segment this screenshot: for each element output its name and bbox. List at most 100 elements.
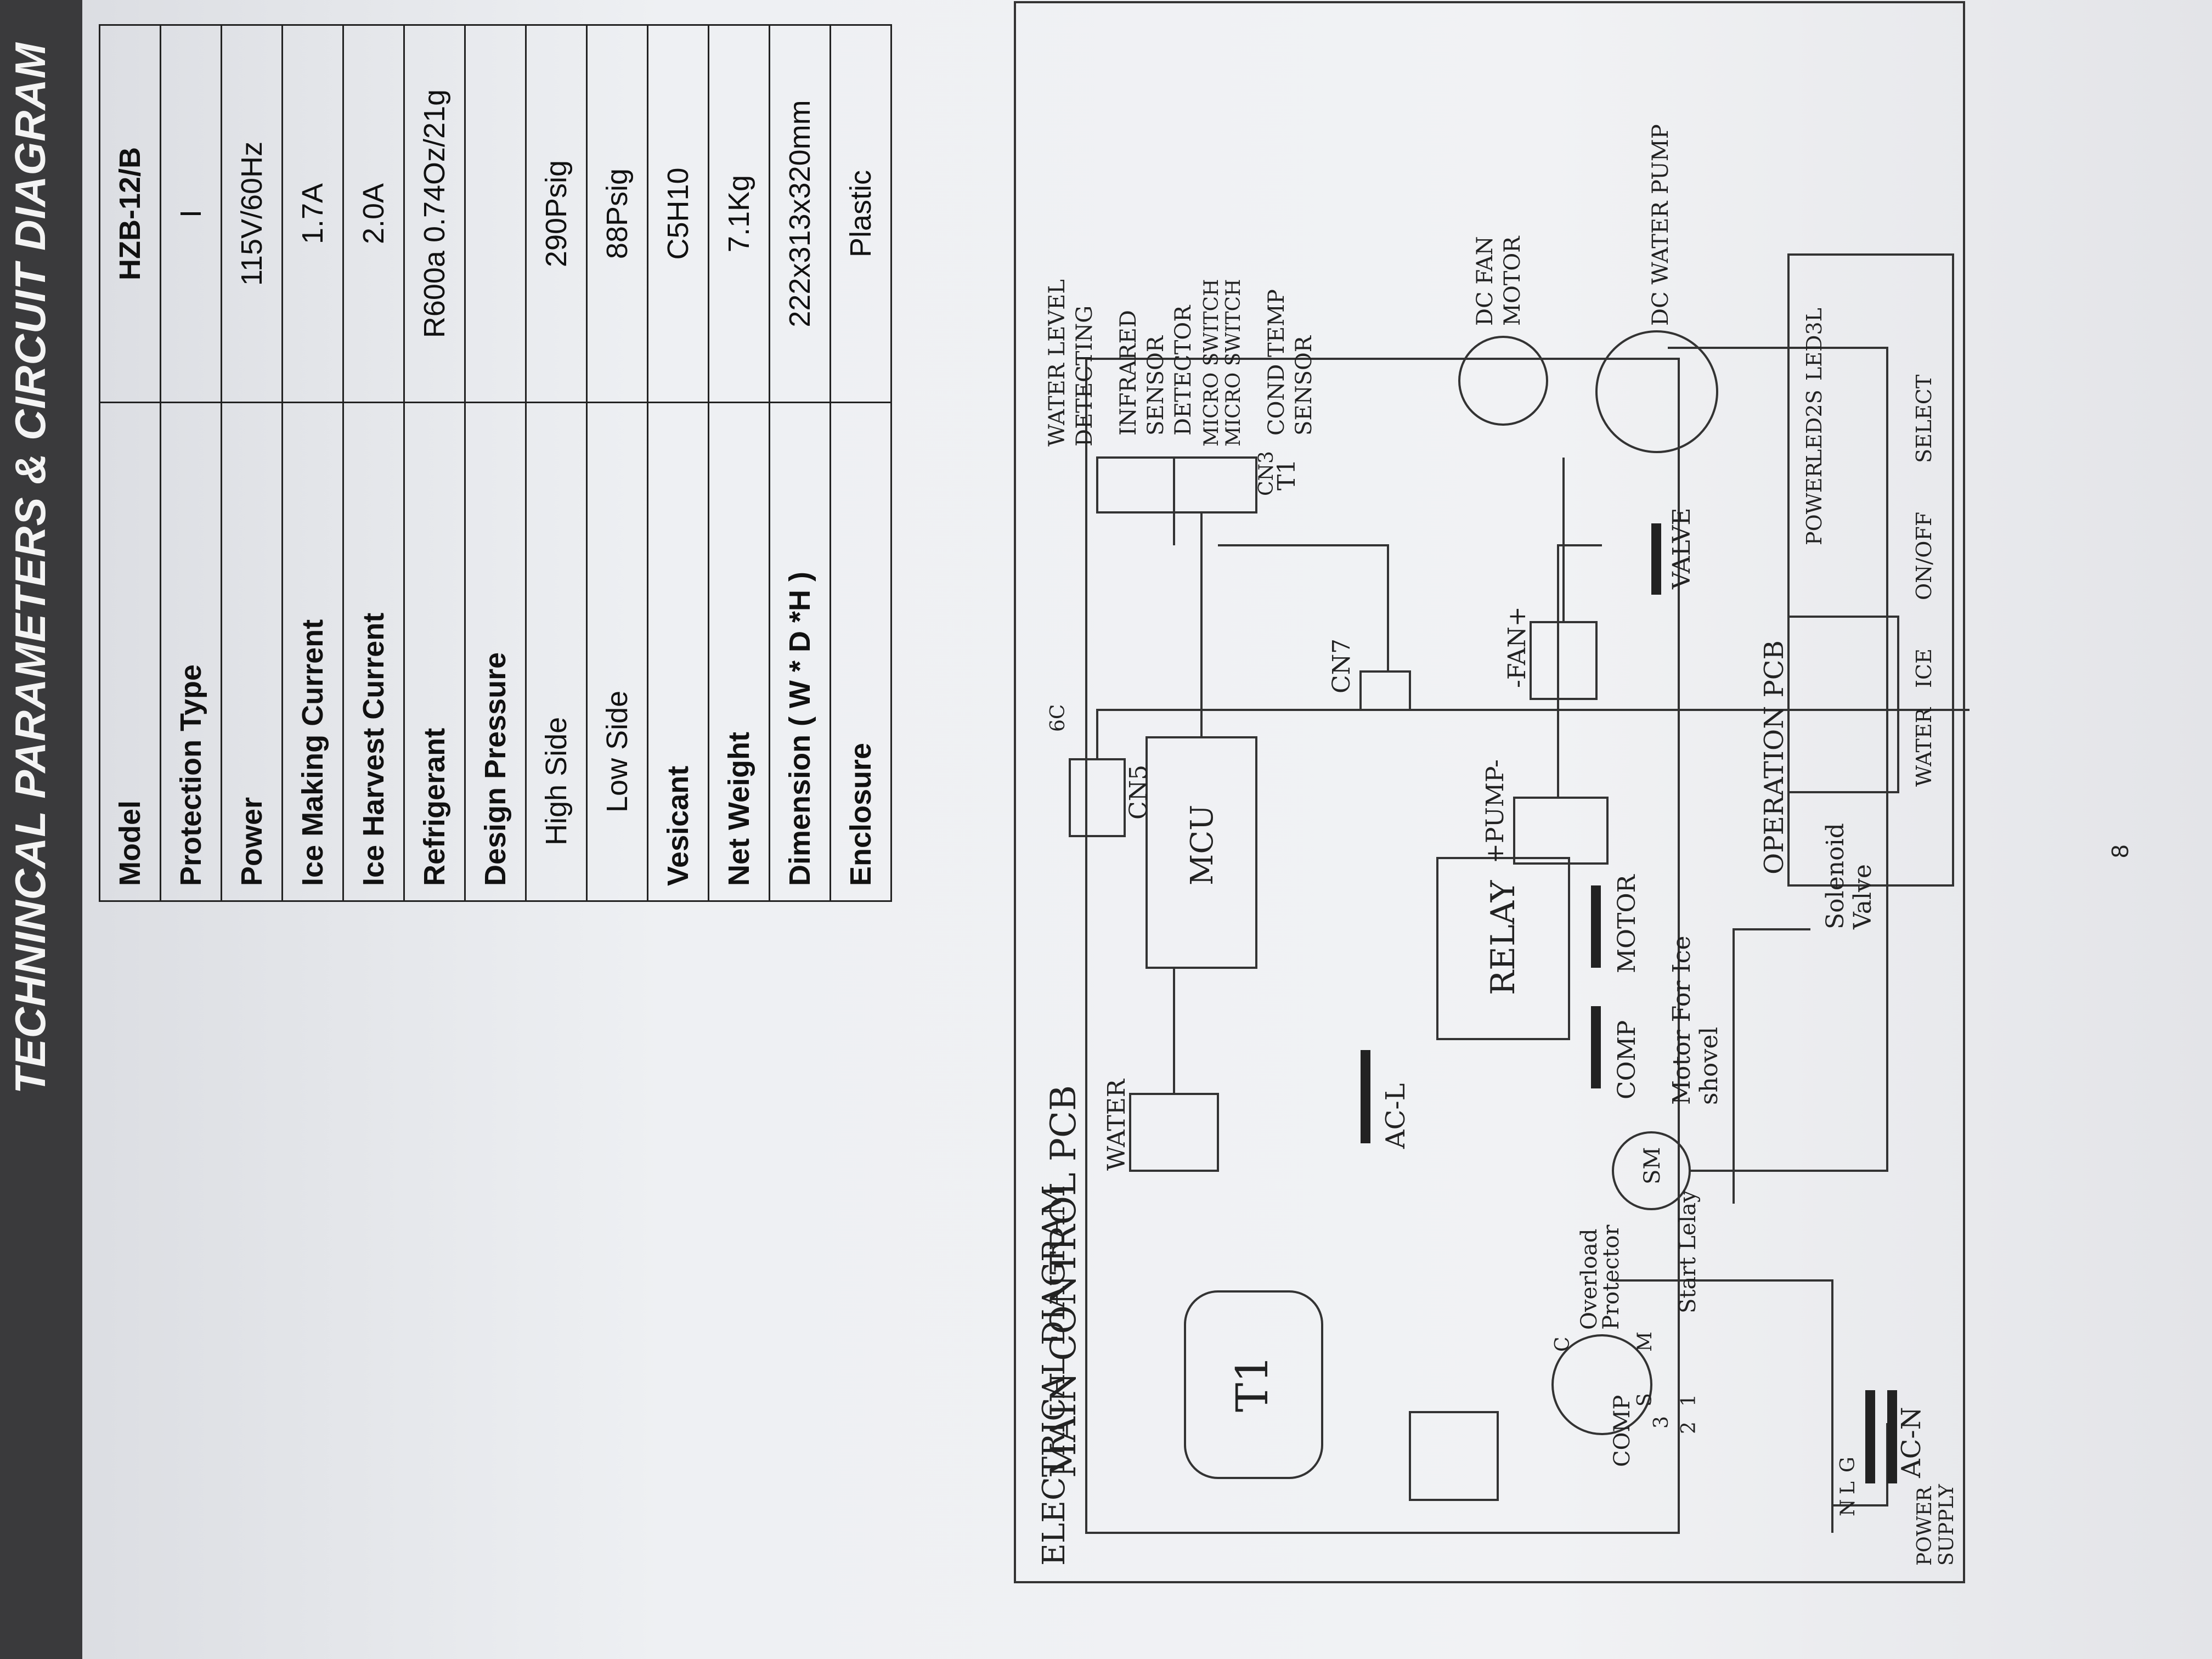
micro-switch-label: MICRO SWITCH [1200, 279, 1223, 447]
param-label: Power [221, 402, 283, 901]
param-label: Vesicant [647, 402, 709, 901]
start-lelay-label: Start Lelay [1675, 1190, 1701, 1313]
header-banner: TECHNINCAL PARAMETERS & CIRCUIT DIAGRAM [0, 0, 82, 1659]
cond-temp-label: COND TEMP [1264, 289, 1289, 436]
wire [1733, 928, 1810, 1204]
micro-switch-label-2: MICRO SWITCH [1222, 279, 1245, 447]
m-terminal-label: M [1634, 1331, 1656, 1352]
operation-pcb-connector [1787, 616, 1899, 793]
n-terminal-label: N [1837, 1499, 1859, 1517]
wire [1096, 709, 1970, 759]
electrical-diagram: ELECTRICAL DIAGRAM MAIN CONTROL PCB T1 C… [1014, 1, 1970, 1583]
diagram-title: ELECTRICAL DIAGRAM [1036, 1185, 1072, 1566]
pump-circle [1595, 330, 1718, 453]
main-pcb-label: MAIN CONTROL PCB [1043, 1085, 1084, 1478]
cn7-connector [1359, 670, 1411, 711]
wire [1613, 1279, 1833, 1533]
wire [1218, 544, 1389, 672]
ac-l-label: AC-L [1380, 1084, 1411, 1149]
op-select-label: SELECT [1912, 375, 1936, 463]
param-label: Ice Harvest Current [343, 402, 404, 901]
relay-label: RELAY [1484, 879, 1522, 995]
sm-label: SM [1640, 1147, 1665, 1184]
param-value: 2.0A [343, 25, 404, 403]
fan-connector-label: -FAN+ [1503, 606, 1531, 688]
dc-fan-label: DC FAN [1472, 236, 1498, 326]
ac-n-label: AC-N [1896, 1407, 1927, 1479]
valve-terminal-bar [1651, 523, 1661, 595]
valve-label: VALVE [1668, 508, 1696, 590]
protector-label: Protector [1599, 1224, 1624, 1330]
param-value: R600a 0.74Oz/21g [404, 25, 465, 403]
solenoid-label: Solenoid [1821, 823, 1849, 929]
main-pcb-outline [1085, 358, 1680, 1534]
page-number: 8 [2107, 844, 2134, 858]
dc-fan-label-2: MOTOR [1500, 235, 1525, 326]
param-label: Low Side [586, 402, 648, 901]
cn3-connector [1096, 456, 1257, 514]
motor-ice-label-2: shovel [1695, 1027, 1723, 1105]
ic-chip [1409, 1411, 1499, 1501]
operation-pcb-label: OPERATION PCB [1759, 640, 1790, 874]
param-value: 222x313x320mm [769, 25, 831, 403]
water-label: WATER [1103, 1078, 1131, 1171]
fan-connector [1530, 621, 1598, 700]
water-level-label-2: DETECTING [1072, 306, 1097, 447]
op-water-label: WATER [1912, 707, 1936, 787]
cond-temp-label-2: SENSOR [1291, 335, 1317, 436]
wire [1557, 544, 1602, 798]
param-value: 115V/60Hz [221, 25, 283, 403]
l-terminal-label: L [1837, 1481, 1859, 1494]
water-level-label: WATER LEVEL [1045, 279, 1070, 447]
param-value [465, 25, 526, 403]
s-terminal-label: S [1634, 1393, 1656, 1407]
power-supply-label: POWER [1914, 1486, 1936, 1566]
param-value: 1.7A [282, 25, 343, 403]
motor-terminal-bar [1591, 885, 1601, 968]
wire [1668, 347, 1888, 1172]
num-1-label: 1 [1678, 1394, 1700, 1407]
param-value: I [160, 25, 222, 403]
g-terminal-label: G [1837, 1457, 1859, 1472]
ac-n-terminal-bar [1887, 1390, 1897, 1483]
ac-l-terminal-bar [1361, 1050, 1370, 1143]
mcu-label: MCU [1184, 805, 1220, 885]
pump-connector [1513, 797, 1609, 865]
param-label: Model [99, 402, 161, 901]
op-onoff-label: ON/OFF [1912, 512, 1936, 600]
param-value: C5H10 [647, 25, 709, 403]
comp-label: COMP [1613, 1020, 1641, 1099]
water-connector [1129, 1093, 1219, 1172]
t1b-label: T1 [1273, 459, 1301, 490]
compressor-circle [1551, 1334, 1652, 1435]
param-value: HZB-12/B [99, 25, 161, 403]
diagram-outer-frame [1014, 1, 1965, 1583]
six-c-label: 6C [1047, 704, 1069, 732]
op-power-label: POWER [1802, 461, 1826, 545]
infrared-label: INFRARED [1116, 310, 1141, 436]
solenoid-label-2: Valve [1849, 864, 1877, 930]
cn5-label: CN5 [1125, 765, 1153, 820]
op-ice-label: ICE [1912, 648, 1936, 688]
param-label: Enclosure [830, 402, 891, 901]
param-value: 88Psig [586, 25, 648, 403]
pump-connector-label: +PUMP- [1481, 759, 1509, 864]
op-led3l-label: LED3L [1802, 308, 1826, 381]
cn7-label: CN7 [1328, 639, 1356, 693]
param-label: Refrigerant [404, 402, 465, 901]
page-title: TECHNINCAL PARAMETERS & CIRCUIT DIAGRAM [6, 42, 54, 1094]
infrared-label-3: DETECTOR [1171, 304, 1196, 436]
motor-label: MOTOR [1613, 873, 1641, 973]
fan-motor-circle [1458, 336, 1548, 426]
num-3-label: 3 [1650, 1416, 1673, 1429]
